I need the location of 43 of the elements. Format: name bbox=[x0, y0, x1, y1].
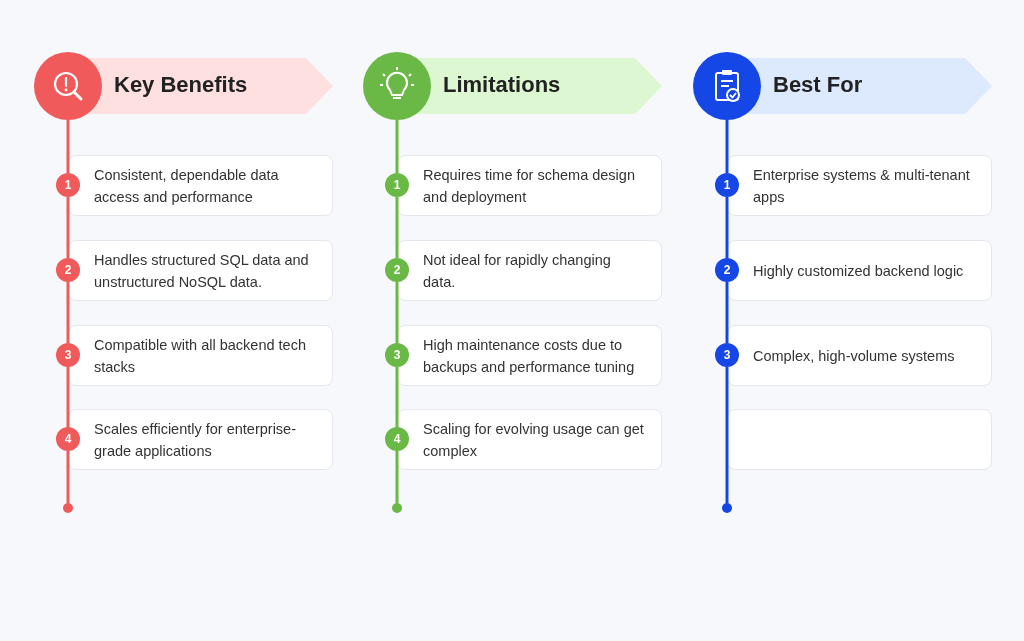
number-badge: 3 bbox=[56, 343, 80, 367]
item-text: Not ideal for rapidly changing data. bbox=[423, 250, 612, 292]
item-text: Enterprise systems & multi-tenant apps bbox=[753, 165, 971, 207]
item-text: Highly customized backend logic bbox=[753, 261, 964, 281]
number-badge: 1 bbox=[56, 173, 80, 197]
column-heading: Key Benefits bbox=[114, 72, 248, 98]
connector-line bbox=[66, 282, 70, 343]
empty-card bbox=[727, 409, 992, 470]
number-badge: 4 bbox=[56, 427, 80, 451]
connector-line bbox=[395, 197, 399, 258]
number-badge: 3 bbox=[385, 343, 409, 367]
connector-line bbox=[725, 120, 729, 173]
end-dot bbox=[722, 503, 732, 513]
item-text: High maintenance costs due to backups and performance tuning bbox=[423, 335, 636, 377]
number-badge: 2 bbox=[56, 258, 80, 282]
item-text: Handles structured SQL data and unstructured NoSQL data. bbox=[94, 250, 310, 292]
number-badge: 2 bbox=[715, 258, 739, 282]
column-heading: Limitations bbox=[443, 72, 561, 98]
item-text: Compatible with all backend tech stacks bbox=[94, 335, 307, 377]
connector-line bbox=[66, 197, 70, 258]
connector-line bbox=[395, 451, 399, 503]
end-dot bbox=[392, 503, 402, 513]
connector-line bbox=[66, 451, 70, 503]
item-text: Scales efficiently for enterprise-grade applications bbox=[94, 419, 298, 461]
number-badge: 1 bbox=[715, 173, 739, 197]
connector-line bbox=[725, 367, 729, 503]
number-badge: 2 bbox=[385, 258, 409, 282]
connector-line bbox=[66, 367, 70, 427]
item-text: Consistent, dependable data access and performance bbox=[94, 165, 280, 207]
number-badge: 3 bbox=[715, 343, 739, 367]
connector-line bbox=[395, 282, 399, 343]
number-badge: 1 bbox=[385, 173, 409, 197]
column-heading: Best For bbox=[773, 72, 863, 98]
item-text: Requires time for schema design and deployment bbox=[423, 165, 636, 207]
connector-line bbox=[395, 367, 399, 427]
connector-line bbox=[395, 120, 399, 173]
connector-line bbox=[725, 197, 729, 258]
item-text: Complex, high-volume systems bbox=[753, 346, 955, 366]
connector-line bbox=[66, 120, 70, 173]
number-badge: 4 bbox=[385, 427, 409, 451]
item-text: Scaling for evolving usage can get complex bbox=[423, 419, 645, 461]
connector-line bbox=[725, 282, 729, 343]
end-dot bbox=[63, 503, 73, 513]
